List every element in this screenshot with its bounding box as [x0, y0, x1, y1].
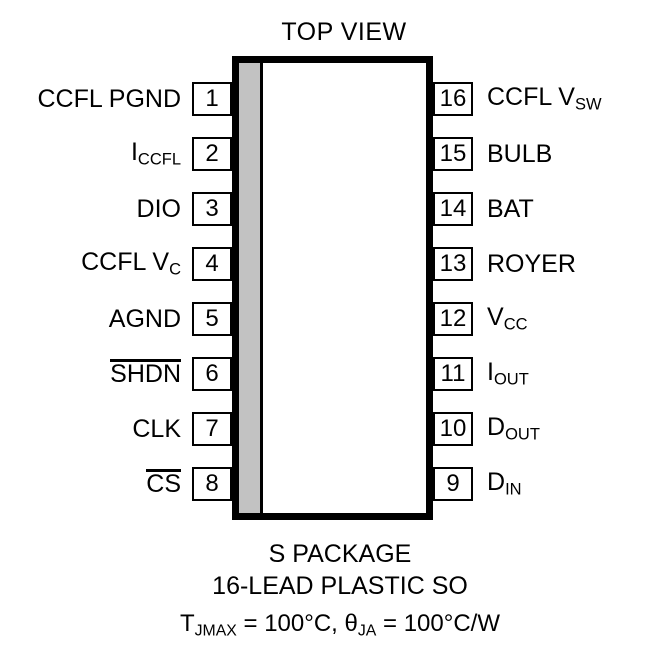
theta-ja-value: = 100°C/W [376, 610, 501, 637]
pin-label-subscript: CC [503, 315, 528, 334]
pin-label-base: CCFL V [487, 82, 575, 111]
pin-label-base: V [487, 302, 504, 331]
pin-label: AGND [108, 304, 192, 333]
pin-number-box: 11 [433, 357, 473, 391]
pin-label: CCFL PGND [37, 84, 192, 113]
pin-label: DOUT [473, 412, 540, 444]
pin-number-box: 9 [433, 467, 473, 501]
pin-label-subscript: SW [574, 95, 602, 114]
tjmax-value-and-theta: = 100°C, θ [236, 610, 358, 637]
caption-line1-text: S PACKAGE [268, 540, 412, 568]
pin-row: CS 8 [0, 467, 232, 501]
active-low-overbar: CS [146, 469, 181, 498]
pin-label: BAT [473, 194, 534, 223]
active-low-overbar: SHDN [110, 359, 181, 388]
pin-label-base: CS [146, 470, 181, 498]
pin-label-base: SHDN [110, 360, 181, 388]
caption-thermal-ratings: TJMAX = 100°C, θJA = 100°C/W [0, 610, 672, 640]
pin-label-base: D [487, 412, 506, 441]
pin-label: SHDN [110, 359, 192, 388]
pin-label-subscript: OUT [505, 425, 540, 444]
pin-label-base: BULB [487, 139, 553, 168]
pin-number-box: 5 [192, 302, 232, 336]
pin-number-box: 3 [192, 192, 232, 226]
pin-row: CCFL PGND 1 [0, 82, 232, 116]
pin-label-base: BAT [487, 194, 534, 223]
pin-label-base: I [487, 357, 494, 386]
pin-label: DIO [136, 194, 192, 223]
pin-row: DIO 3 [0, 192, 232, 226]
pin-label-base: CCFL PGND [37, 84, 181, 113]
pin-row: AGND 5 [0, 302, 232, 336]
pin-number-box: 7 [192, 412, 232, 446]
pin-number-box: 15 [433, 137, 473, 171]
pin-label-subscript: OUT [493, 370, 529, 389]
pin-number-box: 8 [192, 467, 232, 501]
pin-label-subscript: C [169, 260, 181, 279]
pin-number-box: 12 [433, 302, 473, 336]
top-view-title-text: TOP VIEW [281, 18, 407, 46]
pin-label: VCC [473, 302, 528, 334]
caption-package-name: S PACKAGE [0, 540, 672, 569]
pin-row: SHDN 6 [0, 357, 232, 391]
pin-number-box: 13 [433, 247, 473, 281]
pin-label: CCFL VSW [473, 82, 602, 114]
tjmax-symbol: T [179, 610, 195, 637]
pin-row: 15 BULB [433, 137, 672, 171]
pin-label: ICCFL [130, 137, 192, 169]
pin-row: CLK 7 [0, 412, 232, 446]
pin-label-base: CLK [132, 414, 181, 443]
tjmax-subscript: JMAX [194, 622, 237, 640]
pin-number-box: 16 [433, 82, 473, 116]
pin-label: BULB [473, 139, 553, 168]
pin-label: CS [146, 469, 192, 498]
pin-label-subscript: IN [505, 480, 522, 499]
pin-label: CLK [132, 414, 192, 443]
pin-number-box: 14 [433, 192, 473, 226]
pin-number-box: 4 [192, 247, 232, 281]
pin-label: ROYER [473, 249, 576, 278]
pin-row: 13 ROYER [433, 247, 672, 281]
pin-label-base: AGND [108, 304, 181, 333]
pin-row: 14 BAT [433, 192, 672, 226]
pin-label: IOUT [473, 357, 529, 389]
theta-ja-subscript: JA [357, 622, 377, 640]
pin-number-box: 1 [192, 82, 232, 116]
pin-label-base: I [130, 137, 138, 166]
pin-number-box: 2 [192, 137, 232, 171]
pin-number-box: 6 [192, 357, 232, 391]
pin-label: CCFL VC [81, 247, 192, 279]
package-body-outline [232, 56, 433, 520]
pin-label: DIN [473, 467, 522, 499]
pin-label-base: D [487, 467, 506, 496]
pin-label-subscript: CCFL [137, 150, 181, 169]
pin-label-base: CCFL V [81, 247, 170, 276]
pin-number-box: 10 [433, 412, 473, 446]
caption-line3-text: TJMAX = 100°C, θJA = 100°C/W [179, 610, 501, 640]
top-view-title: TOP VIEW [0, 18, 672, 47]
caption-line2-text: 16-LEAD PLASTIC SO [212, 572, 468, 600]
pin-label-base: ROYER [487, 249, 576, 278]
caption-package-type: 16-LEAD PLASTIC SO [0, 572, 672, 601]
package-notch-strip [239, 63, 263, 513]
pin-label-base: DIO [136, 194, 181, 223]
